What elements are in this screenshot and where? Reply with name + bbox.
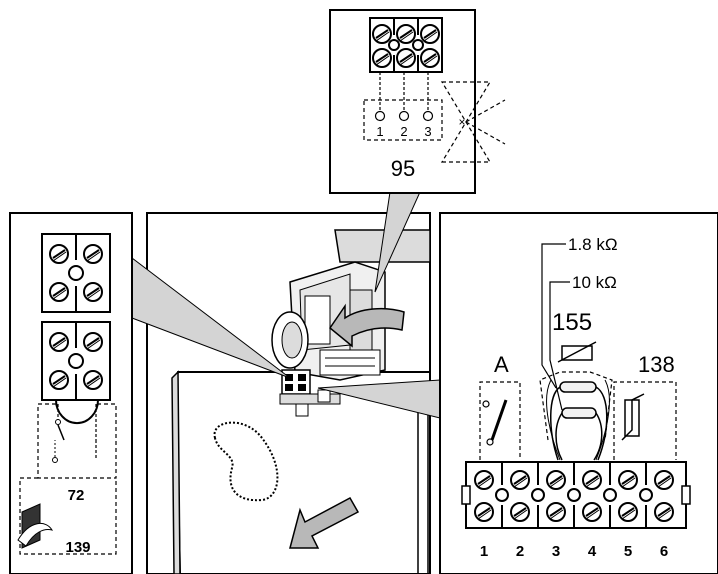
terminal-5: 5 bbox=[624, 543, 632, 560]
right-inset: 1.8 kΩ 10 kΩ 155 A 138 bbox=[439, 212, 718, 574]
resistor-2 bbox=[561, 407, 597, 419]
valve-symbol bbox=[440, 81, 506, 163]
label-95: 95 bbox=[391, 156, 415, 181]
top-terminal-1: 1 bbox=[376, 124, 383, 139]
terminal-6: 6 bbox=[660, 543, 668, 560]
terminal-3: 3 bbox=[552, 543, 560, 560]
svg-text:×: × bbox=[458, 115, 465, 129]
label-72: 72 bbox=[68, 487, 85, 504]
top-terminal-3: 3 bbox=[424, 124, 431, 139]
label-155: 155 bbox=[552, 309, 592, 336]
sensor-icon bbox=[17, 503, 54, 549]
resistor-1 bbox=[559, 381, 597, 393]
terminal-block-6 bbox=[461, 461, 691, 529]
terminal-4: 4 bbox=[588, 543, 597, 560]
resistor-1-label: 1.8 kΩ bbox=[568, 235, 618, 254]
top-inset: 1 2 3 × 95 bbox=[329, 9, 506, 194]
left-inset: 72 139 bbox=[9, 212, 133, 574]
label-a: A bbox=[494, 352, 509, 377]
resistor-2-label: 10 kΩ bbox=[572, 273, 617, 292]
label-138: 138 bbox=[638, 352, 675, 377]
terminal-1: 1 bbox=[480, 543, 488, 560]
label-139: 139 bbox=[65, 539, 90, 556]
terminal-2: 2 bbox=[516, 543, 524, 560]
top-terminal-2: 2 bbox=[400, 124, 407, 139]
